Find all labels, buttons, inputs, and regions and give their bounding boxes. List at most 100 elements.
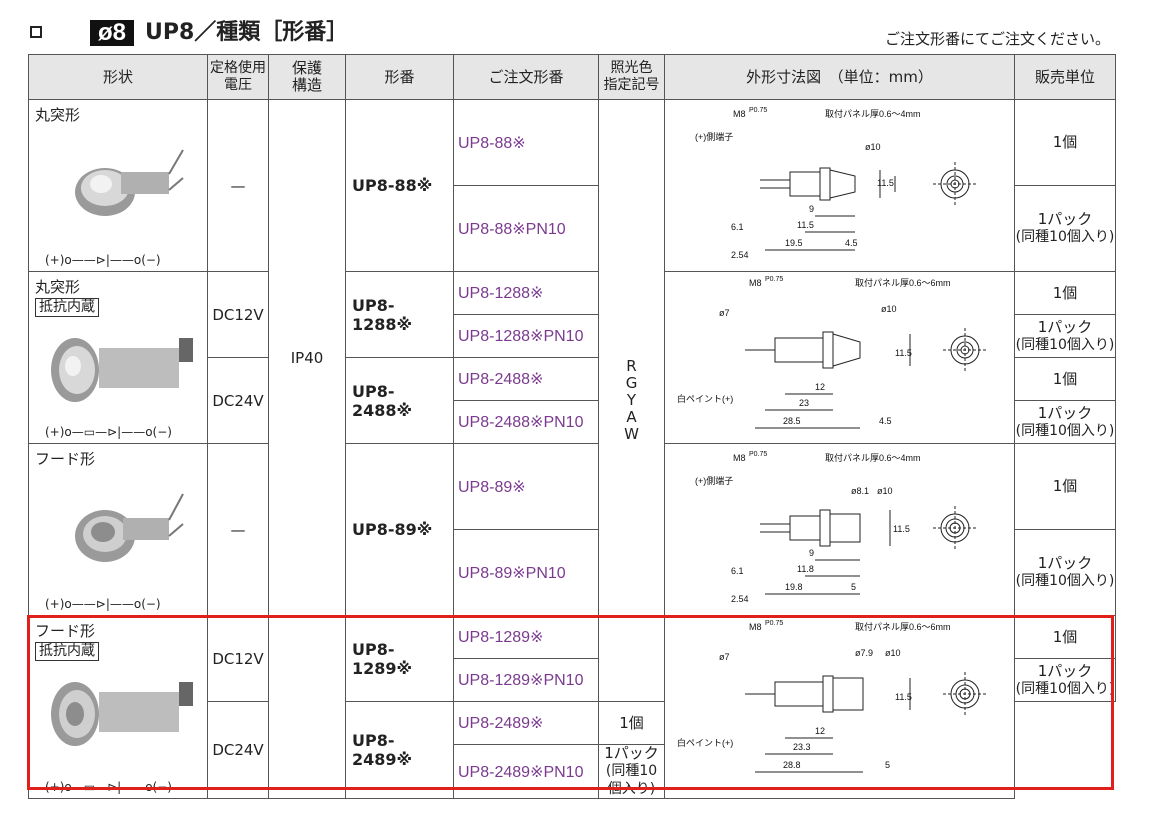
- unit-single: 1個: [1014, 271, 1116, 315]
- voltage-cell: —: [207, 99, 269, 272]
- dimension-drawing-svg: M8 P0.75 取付パネル厚0.6〜6mm ø7 ø10 11.5 12 23…: [677, 276, 987, 429]
- circuit-symbol: (+)o——⊳|——o(−): [45, 253, 161, 267]
- circuit-symbol: (+)o—▭—⊳|——o(−): [45, 425, 172, 439]
- order-code: UP8-89※PN10: [453, 529, 599, 616]
- dim-f: 2.54: [731, 250, 749, 260]
- unit-single: 1個: [1014, 99, 1116, 186]
- voltage-cell: —: [207, 443, 269, 616]
- col-header-dims: 外形寸法図 （単位：mm）: [664, 54, 1015, 100]
- dim-b: 23: [799, 398, 809, 408]
- unit-pack-label: 1パック: [1037, 554, 1093, 572]
- col-header-protection: 保護構造: [268, 54, 346, 100]
- dim-d1: ø10: [877, 486, 893, 496]
- unit-pack: 1パック(同種10個入り): [1014, 400, 1116, 444]
- dim-h: 11.5: [877, 178, 894, 188]
- dim-d1: ø10: [885, 648, 901, 658]
- dim-d: 4.5: [845, 238, 858, 248]
- model-cell: UP8-88※: [345, 99, 454, 272]
- voltage-cell: DC12V: [207, 615, 269, 702]
- dimension-drawing-svg: M8 P0.75 取付パネル厚0.6〜4mm (+)側端子 ø10 11.5 9…: [695, 107, 977, 260]
- table-header-row: 形状 定格使用電圧 保護構造 形番 ご注文形番 照光色指定記号 外形寸法図 （単…: [28, 54, 1116, 100]
- unit-pack: 1パック(同種10個入り): [1014, 185, 1116, 272]
- unit-pack: 1パック(同種10個入り): [1014, 658, 1116, 702]
- unit-single: 1個: [1014, 357, 1116, 401]
- dim-a: 12: [815, 382, 825, 392]
- dimension-drawing: M8 P0.75 取付パネル厚0.6〜6mm ø7 ø10 11.5 12 23…: [664, 271, 1015, 444]
- dimension-drawing: M8 P0.75 取付パネル厚0.6〜6mm ø7 ø7.9 ø10 11.5 …: [664, 615, 1015, 799]
- unit-pack-sub: (同種10個入り): [1015, 229, 1115, 245]
- product-photo: [51, 682, 193, 746]
- dim-thread: M8: [733, 109, 746, 119]
- voltage-header-l2: 電圧: [224, 77, 252, 93]
- diameter-badge: ø8: [90, 20, 135, 46]
- bullet-icon: [30, 26, 42, 38]
- unit-pack-sub: (同種10個入り): [1015, 680, 1115, 697]
- unit-pack-label: 1パック: [1037, 210, 1093, 228]
- table-row: UP8-88※PN10 1パック(同種10個入り): [29, 185, 1116, 272]
- dim-e: 6.1: [731, 222, 744, 232]
- dim-d: 4.5: [879, 416, 892, 426]
- dim-thread: M8: [733, 453, 746, 463]
- shape-name: フード形: [35, 622, 96, 640]
- order-note: ご注文形番にてご注文ください。: [884, 30, 1110, 48]
- dim-thread: M8: [749, 622, 762, 632]
- shape-name: フード形: [35, 450, 96, 468]
- section-header: ø8 UP8／種類［形番］ ご注文形番にてご注文ください。: [28, 16, 1118, 50]
- voltage-cell: DC24V: [207, 357, 269, 444]
- dim-side-terminal: (+)側端子: [695, 475, 733, 486]
- shape-cell: フード形 抵抗内蔵 (+)o—▭—⊳|——o(−): [28, 615, 208, 799]
- dim-side-terminal: (+)側端子: [695, 131, 733, 142]
- circuit-symbol: (+)o—▭—⊳|——o(−): [45, 780, 172, 794]
- shape-cell: 丸突形 (+)o——⊳|——o(−): [28, 99, 208, 272]
- product-photo: [51, 338, 193, 402]
- table-row: フード形 抵抗内蔵 (+)o—▭—⊳|——o(−) DC12V UP8-1289…: [28, 615, 1116, 799]
- order-code: UP8-2489※PN10: [453, 744, 599, 799]
- dim-b: 11.8: [797, 564, 814, 574]
- color-code-a: A: [626, 408, 637, 426]
- product-photo: [75, 493, 184, 562]
- model-cell: UP8-89※: [345, 443, 454, 616]
- dim-b: 23.3: [793, 742, 811, 752]
- col-header-unit: 販売単位: [1014, 54, 1116, 100]
- shape-name: 丸突形: [35, 106, 81, 124]
- col-header-shape: 形状: [28, 54, 208, 100]
- order-code: UP8-2489※: [453, 701, 599, 745]
- dim-panel: 取付パネル厚0.6〜4mm: [825, 109, 921, 119]
- col-header-model: 形番: [345, 54, 454, 100]
- section-title: UP8／種類［形番］: [145, 20, 349, 45]
- unit-pack-label: 1パック: [1037, 317, 1093, 336]
- dim-d2: ø7.9: [855, 648, 873, 658]
- dim-d1: ø10: [865, 142, 881, 152]
- dimension-drawing-svg: M8 P0.75 取付パネル厚0.6〜6mm ø7 ø7.9 ø10 11.5 …: [677, 620, 987, 773]
- col-header-voltage: 定格使用電圧: [207, 54, 269, 100]
- protection-header-l1: 保護: [291, 59, 322, 77]
- protection-cell-empty: [268, 615, 346, 799]
- dim-panel: 取付パネル厚0.6〜4mm: [825, 453, 921, 463]
- table-row: DC24V UP8-2488※ UP8-2488※ 1個: [29, 357, 1116, 444]
- unit-pack-sub: (同種10個入り): [1015, 422, 1115, 439]
- unit-single: 1個: [1014, 615, 1116, 659]
- order-code: UP8-1288※PN10: [453, 314, 599, 358]
- dimension-drawing: M8 P0.75 取付パネル厚0.6〜4mm (+)側端子 ø10 11.5 9…: [664, 99, 1015, 272]
- dim-h: 11.5: [893, 524, 910, 534]
- dimension-drawing-svg: M8 P0.75 取付パネル厚0.6〜4mm (+)側端子 ø8.1 ø10 1…: [695, 451, 977, 604]
- dim-a: 9: [809, 548, 814, 558]
- dim-c: 19.5: [785, 238, 803, 248]
- order-code: UP8-1288※: [453, 271, 599, 315]
- dim-f: 2.54: [731, 594, 749, 604]
- protection-cell: IP40: [268, 99, 346, 616]
- dim-paint: 白ペイント(+): [677, 393, 733, 404]
- dimension-drawing: M8 P0.75 取付パネル厚0.6〜4mm (+)側端子 ø8.1 ø10 1…: [664, 443, 1015, 616]
- order-code: UP8-1289※: [453, 615, 599, 659]
- dim-b: 11.5: [797, 220, 814, 230]
- model-cell: UP8-1289※: [345, 615, 454, 702]
- voltage-cell: DC24V: [207, 701, 269, 799]
- unit-pack-sub: (同種10個入り): [1015, 336, 1115, 353]
- voltage-header-l1: 定格使用: [210, 60, 266, 76]
- dim-d0: ø8.1: [851, 486, 869, 496]
- dim-d1: ø10: [881, 304, 897, 314]
- dim-d0: ø7: [719, 652, 730, 662]
- dim-a: 9: [809, 204, 814, 214]
- dim-h: 11.5: [895, 692, 912, 702]
- unit-single: 1個: [1014, 443, 1116, 530]
